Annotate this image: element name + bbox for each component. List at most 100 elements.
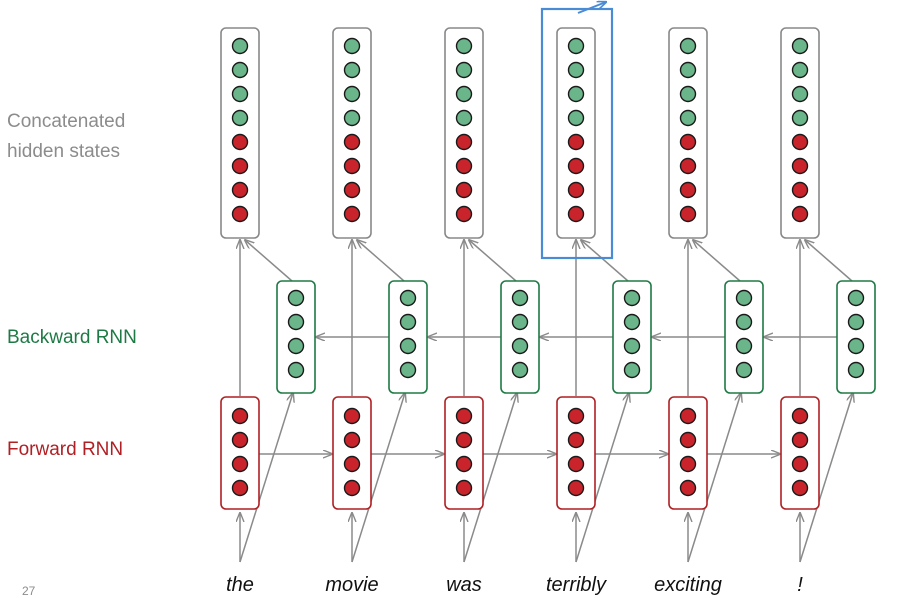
green-neuron: [231, 85, 249, 103]
input-word: movie: [325, 574, 378, 595]
green-neuron: [735, 337, 753, 355]
green-neuron: [399, 337, 417, 355]
green-neuron: [343, 37, 361, 55]
state-box-frame: [612, 280, 652, 394]
arrow-backward-to-concat: [245, 240, 293, 282]
forward-hidden-state-box: [220, 396, 260, 510]
green-neuron: [455, 37, 473, 55]
red-neuron: [343, 407, 361, 425]
green-neuron: [567, 37, 585, 55]
red-neuron: [455, 181, 473, 199]
red-neuron: [567, 407, 585, 425]
backward-hidden-state-box: [612, 280, 652, 394]
backward-hidden-state-box: [724, 280, 764, 394]
arrow-backward-to-concat: [469, 240, 517, 282]
backward-hidden-state-box: [388, 280, 428, 394]
arrow-backward-to-concat: [693, 240, 741, 282]
red-neuron: [679, 181, 697, 199]
red-neuron: [455, 479, 473, 497]
state-box-frame: [220, 396, 260, 510]
state-box-frame: [444, 27, 484, 239]
green-neuron: [791, 85, 809, 103]
red-neuron: [567, 455, 585, 473]
green-neuron: [567, 85, 585, 103]
red-neuron: [343, 479, 361, 497]
green-neuron: [511, 337, 529, 355]
green-neuron: [791, 61, 809, 79]
green-neuron: [623, 337, 641, 355]
arrow-word-to-backward: [463, 393, 517, 563]
red-neuron: [791, 205, 809, 223]
page-number: 27: [22, 584, 36, 598]
green-neuron: [287, 313, 305, 331]
green-neuron: [511, 289, 529, 307]
red-neuron: [455, 431, 473, 449]
green-neuron: [287, 361, 305, 379]
green-neuron: [847, 313, 865, 331]
backward-rnn-label: Backward RNN: [7, 327, 137, 348]
red-neuron: [679, 431, 697, 449]
green-neuron: [399, 289, 417, 307]
red-neuron: [679, 205, 697, 223]
red-neuron: [231, 455, 249, 473]
red-neuron: [791, 455, 809, 473]
concatenated-label-line-1: Concatenated: [7, 111, 126, 132]
state-boxes: [220, 27, 876, 510]
red-neuron: [567, 133, 585, 151]
red-neuron: [455, 407, 473, 425]
green-neuron: [791, 37, 809, 55]
arrow-word-to-backward: [351, 393, 405, 563]
red-neuron: [679, 407, 697, 425]
green-neuron: [623, 313, 641, 331]
red-neuron: [343, 205, 361, 223]
red-neuron: [231, 479, 249, 497]
backward-hidden-state-box: [500, 280, 540, 394]
input-word: exciting: [654, 574, 722, 595]
green-neuron: [455, 109, 473, 127]
arrow-backward-to-concat: [581, 240, 629, 282]
concat-hidden-state-box: [220, 27, 260, 239]
red-neuron: [231, 181, 249, 199]
green-neuron: [791, 109, 809, 127]
green-neuron: [343, 61, 361, 79]
red-neuron: [343, 181, 361, 199]
red-neuron: [791, 407, 809, 425]
state-box-frame: [668, 27, 708, 239]
state-box-frame: [556, 396, 596, 510]
green-neuron: [511, 313, 529, 331]
state-box-frame: [388, 280, 428, 394]
state-box-frame: [500, 280, 540, 394]
highlight-box: [540, 7, 614, 260]
concat-hidden-state-box: [444, 27, 484, 239]
forward-hidden-state-box: [556, 396, 596, 510]
green-neuron: [623, 289, 641, 307]
green-neuron: [623, 361, 641, 379]
red-neuron: [679, 455, 697, 473]
red-neuron: [567, 205, 585, 223]
state-box-frame: [836, 280, 876, 394]
concatenated-hidden-states-label: Concatenated hidden states: [7, 107, 125, 167]
state-box-frame: [556, 27, 596, 239]
red-neuron: [567, 157, 585, 175]
input-word: the: [226, 574, 254, 595]
green-neuron: [455, 85, 473, 103]
red-neuron: [679, 479, 697, 497]
arrow-word-to-backward: [239, 393, 293, 563]
state-box-frame: [276, 280, 316, 394]
forward-hidden-state-box: [332, 396, 372, 510]
green-neuron: [287, 289, 305, 307]
red-neuron: [791, 479, 809, 497]
arrow-backward-to-concat: [805, 240, 853, 282]
arrow-word-to-backward: [575, 393, 629, 563]
red-neuron: [231, 431, 249, 449]
concat-hidden-state-box: [332, 27, 372, 239]
input-word: was: [446, 574, 482, 595]
red-neuron: [231, 157, 249, 175]
green-neuron: [679, 37, 697, 55]
green-neuron: [399, 361, 417, 379]
red-neuron: [455, 133, 473, 151]
green-neuron: [455, 61, 473, 79]
concat-hidden-state-box: [668, 27, 708, 239]
